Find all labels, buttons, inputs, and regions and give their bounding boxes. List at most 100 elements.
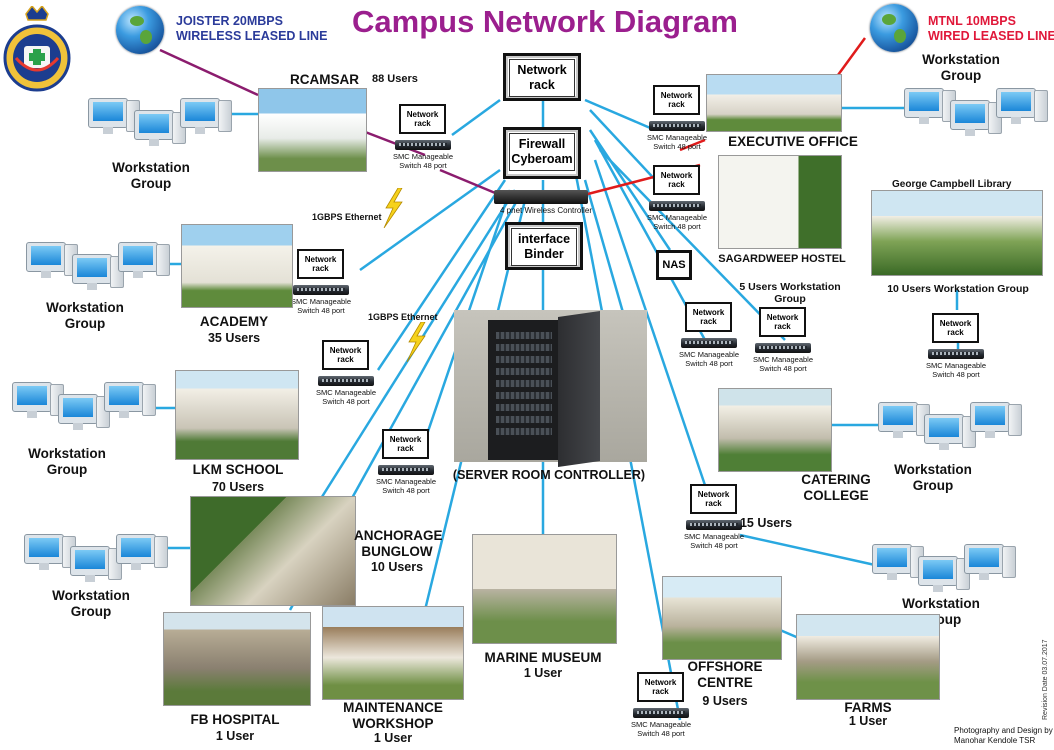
- revision-date: Revision Date 03.07.2017: [1042, 639, 1049, 720]
- firewall-line1: Firewall: [518, 137, 566, 151]
- academy-photo: [181, 224, 293, 308]
- farms-photo: [796, 614, 940, 700]
- marine-museum-photo: [472, 534, 617, 644]
- switch-label-line1: SMC Manageable: [646, 213, 708, 222]
- fb-hospital-users: 1 User: [215, 729, 255, 743]
- anchorage-name: ANCHORAGE BUNGLOW: [354, 528, 443, 560]
- switch-label-line2: Switch 48 port: [322, 396, 370, 406]
- marine-museum-name: MARINE MUSEUM: [484, 650, 602, 665]
- sagardweep-users-line2: Group: [774, 293, 806, 305]
- maintenance-workshop-photo: [322, 606, 464, 700]
- photo-credit: Photography and Design by Manohar Kendol…: [954, 726, 1053, 746]
- workstation-group-icon: [24, 530, 174, 590]
- lightning-bolt-icon: [406, 322, 426, 362]
- executive-office-name: EXECUTIVE OFFICE: [728, 134, 858, 149]
- institute-crest-logo: [3, 6, 71, 92]
- catering-users: 15 Users: [739, 516, 793, 530]
- wireless-controller-device: [494, 190, 588, 204]
- rack-line1: Network: [766, 313, 799, 322]
- academy-name: ACADEMY: [199, 314, 269, 329]
- rack-line1: Network: [939, 319, 972, 328]
- lkm-school-photo: [175, 370, 299, 460]
- server-room-label: (SERVER ROOM CONTROLLER): [452, 468, 646, 482]
- isp-right-line1: MTNL 10MBPS: [928, 14, 1016, 28]
- rcamsar-photo: [258, 88, 367, 172]
- marine-museum-users: 1 User: [523, 666, 563, 680]
- core-rack-line2: rack: [529, 78, 555, 92]
- workstation-group-icon: [872, 540, 1022, 600]
- rack-line2: rack: [668, 180, 685, 189]
- rack-line2: rack: [700, 317, 717, 326]
- workstation-line1: Workstation: [112, 160, 190, 175]
- library-name: George Campbell Library: [892, 179, 1012, 190]
- isp-mtnl-label: MTNL 10MBPS WIRED LEASED LINE: [928, 14, 1054, 44]
- workstation-group-icon: [904, 84, 1054, 144]
- maintenance-name: MAINTENANCE WORKSHOP: [338, 700, 448, 732]
- diagram-title: Campus Network Diagram: [352, 4, 738, 39]
- workstation-line1: Workstation: [894, 462, 972, 477]
- rack-line2: rack: [947, 328, 964, 337]
- rack-line1: Network: [304, 255, 337, 264]
- workstation-line2: Group: [130, 176, 172, 191]
- firewall-line2: Cyberoam: [511, 152, 573, 166]
- academy-users: 35 Users: [207, 331, 261, 345]
- offshore-name: OFFSHORE CENTRE: [684, 659, 766, 691]
- rack-line1: Network: [644, 678, 677, 687]
- switch-label-line2: Switch 48 port: [759, 363, 807, 373]
- catering-line2: COLLEGE: [803, 488, 869, 503]
- workstation-group-icon: [26, 238, 176, 298]
- nas-storage: NAS: [656, 250, 692, 280]
- server-rack-cabinet: [488, 320, 560, 460]
- wireless-controller-label: 4 pnet Wireless Controller: [500, 206, 593, 215]
- network-switch-icon: [395, 140, 451, 150]
- offshore-centre-photo: [662, 576, 782, 660]
- workstation-line2: Group: [64, 316, 106, 331]
- network-switch-icon: [928, 349, 984, 359]
- switch-label-line2: Switch 48 port: [932, 369, 980, 379]
- network-switch-icon: [755, 343, 811, 353]
- binder-line2: Binder: [524, 247, 564, 261]
- sagardweep-users-line1: 5 Users Workstation: [739, 281, 841, 293]
- maintenance-users: 1 User: [373, 731, 413, 745]
- offshore-line1: OFFSHORE: [687, 659, 763, 674]
- server-room-photo: [454, 310, 647, 467]
- anchorage-line1: ANCHORAGE: [354, 528, 443, 543]
- switch-label-line1: SMC Manageable: [630, 720, 692, 729]
- switch-label-line1: SMC Manageable: [392, 152, 454, 161]
- rack-line2: rack: [337, 355, 354, 364]
- switch-label-line2: Switch 48 port: [653, 141, 701, 151]
- workstation-line1: Workstation: [902, 596, 980, 611]
- catering-college-photo: [718, 388, 832, 472]
- sagardweep-hostel-photo: [718, 155, 842, 249]
- switch-label-line1: SMC Manageable: [752, 355, 814, 364]
- rack-line1: Network: [389, 435, 422, 444]
- rack-line1: Network: [660, 91, 693, 100]
- anchorage-users: 10 Users: [370, 560, 424, 574]
- farms-name: FARMS: [844, 700, 892, 715]
- rack-line2: rack: [397, 444, 414, 453]
- anchorage-line2: BUNGLOW: [361, 544, 433, 559]
- switch-label-line1: SMC Manageable: [315, 388, 377, 397]
- rcamsar-users: 88 Users: [372, 73, 418, 85]
- lightning-bolt-icon: [383, 188, 403, 228]
- switch-label-line1: SMC Manageable: [925, 361, 987, 370]
- switch-label-line1: SMC Manageable: [678, 350, 740, 359]
- workstation-line1: Workstation: [46, 300, 124, 315]
- rack-line1: Network: [329, 346, 362, 355]
